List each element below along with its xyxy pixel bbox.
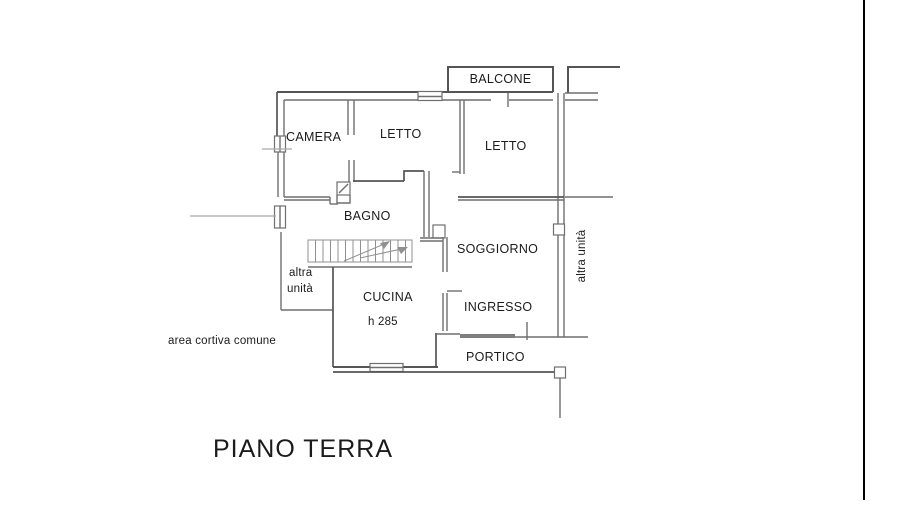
top-wall <box>277 91 553 101</box>
right-wall <box>552 93 613 418</box>
neighbour-wall-top-right <box>565 66 620 101</box>
room-label-balcone: BALCONE <box>469 72 532 86</box>
room-label-letto-right: LETTO <box>485 139 527 153</box>
room-label-camera: CAMERA <box>286 130 342 144</box>
letto-partition <box>452 100 465 174</box>
left-wall <box>273 92 333 311</box>
annotation-altra-unita-left-line1: altra <box>289 267 313 279</box>
floor-title: PIANO TERRA <box>213 435 394 463</box>
flue-symbol <box>336 181 351 204</box>
room-label-soggiorno: SOGGIORNO <box>457 242 539 256</box>
room-height-note: h 285 <box>368 316 398 328</box>
room-label-bagno: BAGNO <box>344 209 391 223</box>
annotation-area-cortiva-comune: area cortiva comune <box>168 335 276 347</box>
bagno-walls <box>353 170 446 242</box>
cucina-ingresso-wall <box>442 237 462 331</box>
balcony-outline <box>447 66 554 107</box>
room-label-portico: PORTICO <box>466 350 525 364</box>
boundary-guide-lines <box>190 148 292 217</box>
room-label-ingresso: INGRESSO <box>464 300 533 314</box>
room-label-letto-left: LETTO <box>380 127 422 141</box>
cucina-walls <box>332 267 460 373</box>
page-border-line <box>863 0 865 500</box>
camera-walls <box>284 100 355 205</box>
annotation-altra-unita-right: altra unità <box>576 229 588 283</box>
stairs <box>307 239 413 268</box>
annotation-altra-unita-left-line2: unità <box>287 283 313 295</box>
soggiorno-top-wall <box>458 196 564 201</box>
room-label-cucina: CUCINA <box>363 290 413 304</box>
window-symbol <box>417 90 443 102</box>
ingresso-threshold <box>460 322 565 340</box>
